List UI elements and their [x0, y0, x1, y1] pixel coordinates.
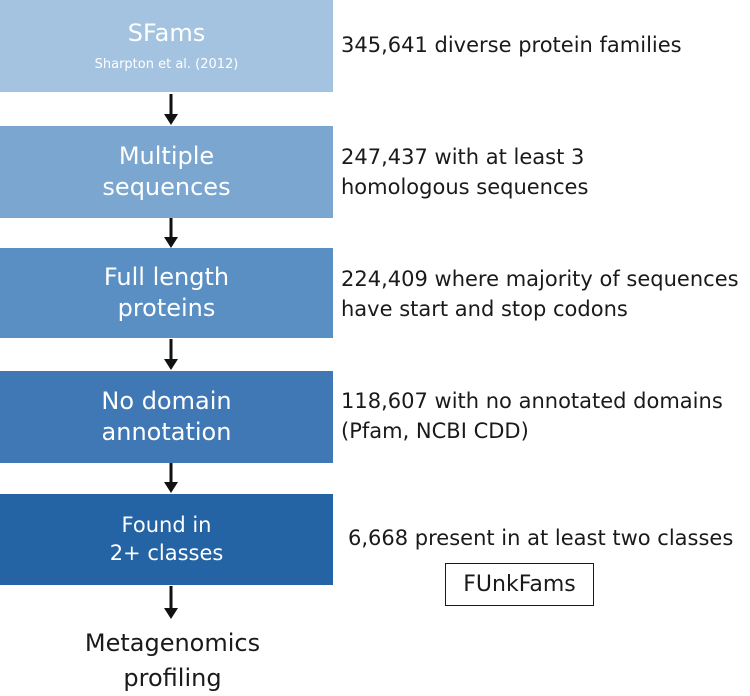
step-label: SFams — [127, 18, 206, 47]
step-box-sfams: SFams Sharpton et al. (2012) — [0, 0, 333, 92]
step-label-line-2: annotation — [101, 418, 232, 446]
step-label-line-1: Found in — [121, 513, 212, 538]
step-description-no-domain-annotation: 118,607 with no annotated domains (Pfam,… — [341, 389, 723, 444]
funkfams-result-box: FUnkFams — [445, 563, 594, 606]
arrow-down-icon — [164, 94, 178, 125]
step-box-multiple-sequences: Multiple sequences — [0, 126, 333, 218]
step-description-sfams: 345,641 diverse protein families — [341, 33, 682, 57]
arrow-down-icon — [164, 463, 178, 493]
step-box-no-domain-annotation: No domain annotation — [0, 371, 333, 463]
step-label-line-1: Full length — [103, 262, 230, 291]
step-box-full-length-proteins: Full length proteins — [0, 248, 333, 338]
step-label-line-2: sequences — [102, 173, 231, 201]
arrow-down-icon — [164, 586, 178, 619]
end-step-metagenomics-profiling: Metagenomics profiling — [84, 629, 261, 692]
step-description-found-in-classes: 6,668 present in at least two classes — [348, 526, 734, 550]
step-description-multiple-sequences: 247,437 with at least 3 homologous seque… — [341, 145, 589, 200]
step-label-line-2: proteins — [117, 294, 216, 322]
step-label-line-1: No domain — [101, 386, 232, 415]
arrow-down-icon — [164, 339, 178, 370]
step-label-line-2: 2+ classes — [109, 540, 224, 565]
step-box-found-in-classes: Found in 2+ classes — [0, 494, 333, 585]
step-description-full-length-proteins: 224,409 where majority of sequences have… — [341, 267, 739, 322]
step-citation: Sharpton et al. (2012) — [94, 57, 239, 73]
arrow-down-icon — [164, 218, 178, 248]
step-label-line-1: Multiple — [118, 141, 215, 170]
